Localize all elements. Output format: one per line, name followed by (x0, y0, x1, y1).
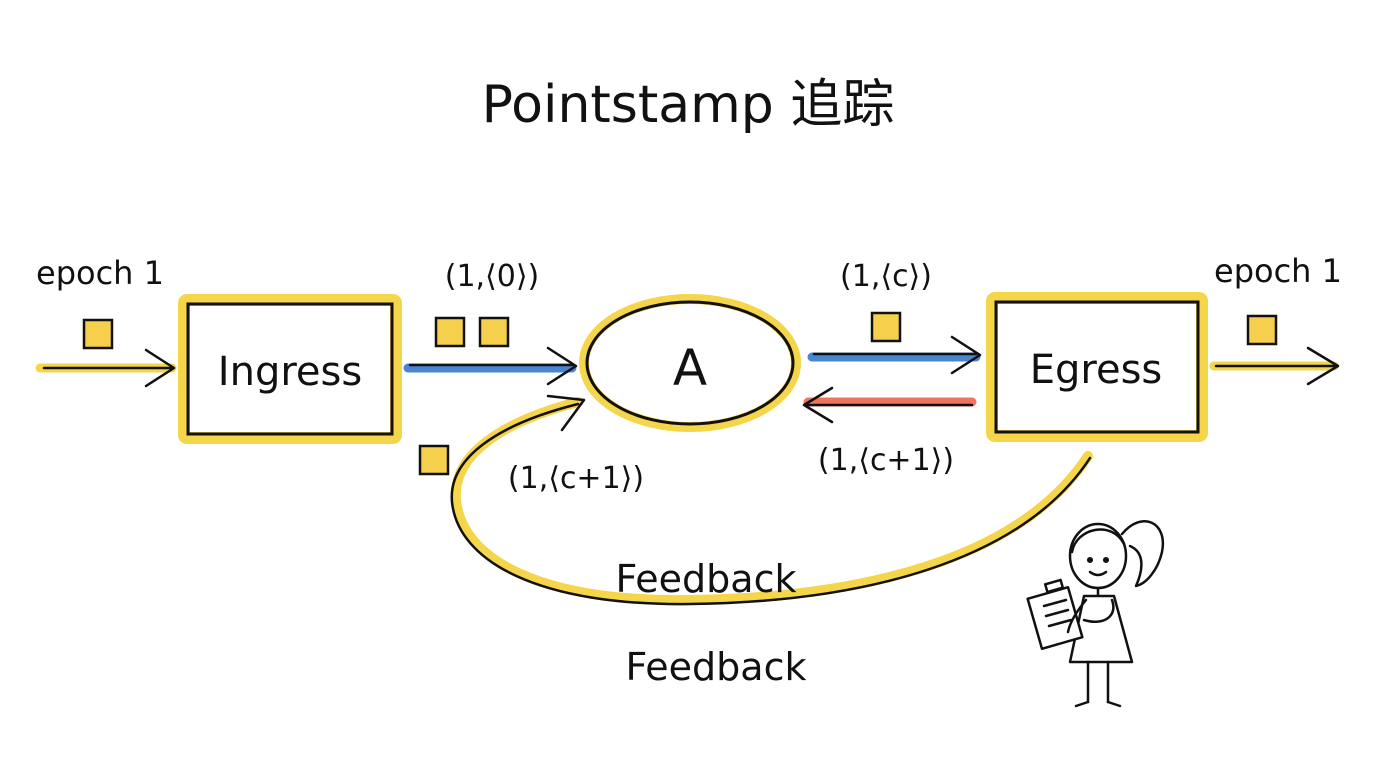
egress-to-a-arrow (802, 386, 977, 424)
egress-node: Egress (986, 292, 1208, 442)
output-arrow (1209, 346, 1340, 386)
feedback-loop-arrow (450, 394, 1093, 606)
feedback-label-secondary: Feedback (626, 645, 807, 689)
input-arrow (35, 348, 177, 388)
input-epoch-label: epoch 1 (36, 254, 164, 292)
input-pointstamp-token (82, 318, 114, 350)
output-epoch-label: epoch 1 (1214, 252, 1342, 290)
pointstamp-token (478, 316, 510, 348)
ingress-to-a-arrow (403, 346, 578, 386)
a-to-egress-pointstamp-label: (1,⟨c⟩) (840, 259, 932, 294)
ingress-to-a-pointstamp-label: (1,⟨0⟩) (445, 259, 540, 294)
ingress-label: Ingress (218, 349, 362, 395)
egress-to-a-pointstamp-label: (1,⟨c+1⟩) (818, 443, 954, 478)
operator-a-node: A (579, 294, 801, 432)
page-title: Pointstamp 追踪 (482, 75, 895, 135)
feedback-label: Feedback (616, 557, 797, 601)
operator-a-label: A (673, 339, 707, 397)
girl-with-clipboard-icon (1026, 520, 1165, 708)
output-pointstamp-token (1246, 314, 1278, 346)
a-to-egress-arrow (807, 335, 982, 375)
feedback-pointstamp-token (418, 444, 450, 476)
pointstamp-token (434, 316, 466, 348)
ingress-node: Ingress (178, 294, 402, 444)
pointstamp-token (870, 311, 902, 343)
egress-label: Egress (1030, 347, 1163, 393)
feedback-to-a-pointstamp-label: (1,⟨c+1⟩) (508, 461, 644, 496)
